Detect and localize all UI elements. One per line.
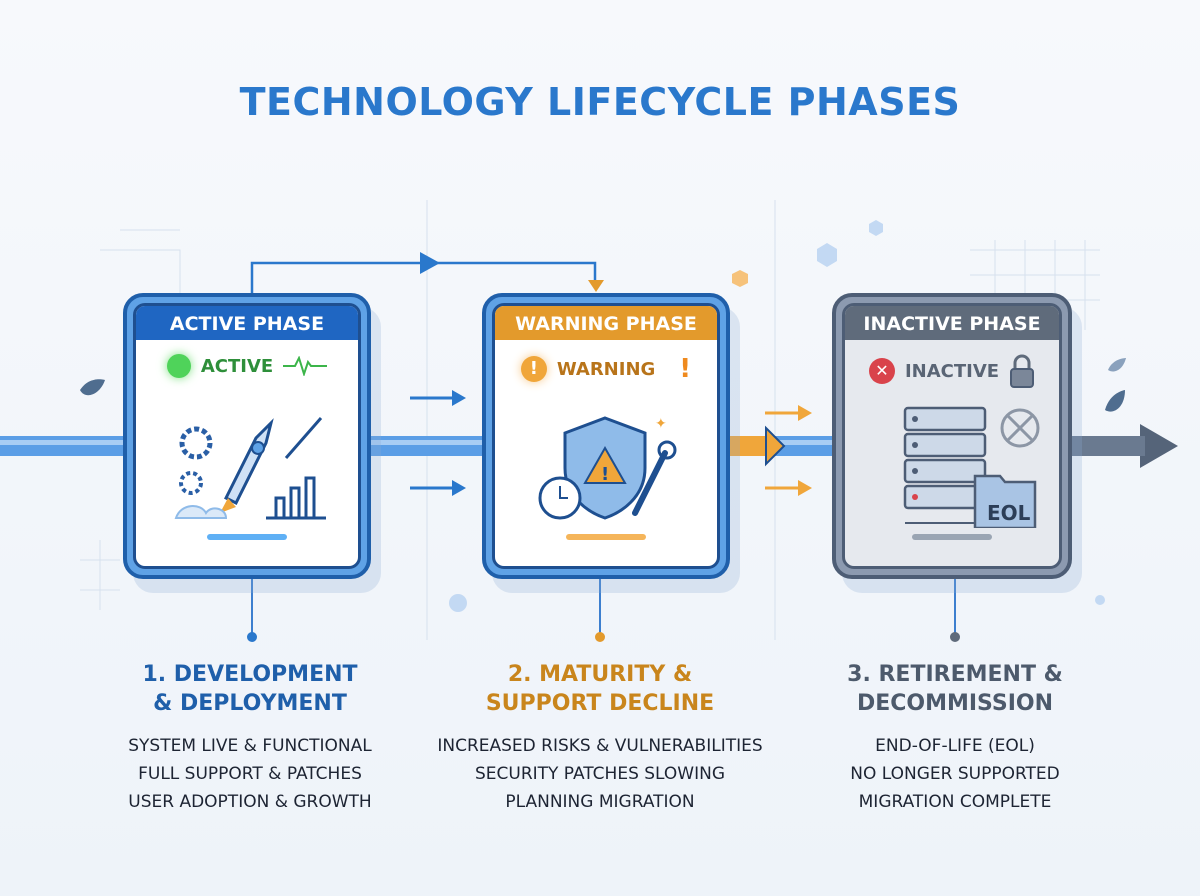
caption-point: END-OF-LIFE (EOL) — [875, 736, 1035, 756]
phase-3-caption: 3. RETIREMENT & DECOMMISSION END-OF-LIFE … — [785, 660, 1125, 816]
eol-badge: EOL — [987, 501, 1031, 525]
status-label: ACTIVE — [200, 355, 274, 377]
red-x-icon: ✕ — [868, 358, 895, 384]
warning-circle-icon: ! — [520, 356, 547, 382]
caption-point: FULL SUPPORT & PATCHES — [138, 764, 362, 784]
caption-heading-line-2: SUPPORT DECLINE — [485, 691, 715, 716]
active-phase-card: ACTIVE PHASE ACTIVE — [123, 293, 371, 579]
warning-phase-card: WARNING PHASE ! WARNING ! ! ✦ — [482, 293, 730, 579]
caption-heading-line-1: 3. RETIREMENT & — [847, 662, 1063, 687]
server-eol-icon — [903, 406, 1040, 528]
caption-point: INCREASED RISKS & VULNERABILITIES — [437, 736, 763, 756]
caption-heading-line-1: 1. DEVELOPMENT — [142, 662, 358, 687]
top-flow-arrow — [250, 261, 597, 293]
card-header: ACTIVE PHASE — [136, 306, 358, 340]
caption-point: SYSTEM LIVE & FUNCTIONAL — [128, 736, 372, 756]
caption-point: NO LONGER SUPPORTED — [850, 764, 1060, 784]
caption-heading-line-2: & DEPLOYMENT — [153, 691, 347, 716]
status-label: INACTIVE — [904, 360, 1000, 382]
phase-2-caption: 2. MATURITY & SUPPORT DECLINE INCREASED R… — [430, 660, 770, 816]
exclamation-icon: ! — [679, 354, 692, 384]
inactive-phase-card: INACTIVE PHASE ✕ INACTIVE EOL — [832, 293, 1072, 579]
rocket-growth-icon — [174, 417, 326, 520]
caption-point: USER ADOPTION & GROWTH — [128, 792, 372, 812]
heartbeat-icon — [283, 356, 328, 376]
caption-heading-line-2: DECOMMISSION — [856, 691, 1054, 716]
shield-warning-icon: ! ✦ — [538, 416, 677, 520]
card-header: WARNING PHASE — [495, 306, 717, 340]
caption-point: PLANNING MIGRATION — [505, 792, 695, 812]
caption-heading-line-1: 2. MATURITY & — [507, 662, 693, 687]
svg-text:✦: ✦ — [655, 416, 667, 432]
status-label: WARNING — [556, 358, 656, 380]
svg-text:!: ! — [601, 464, 609, 485]
lock-icon — [1010, 354, 1035, 388]
caption-point: SECURITY PATCHES SLOWING — [474, 764, 726, 784]
phase-1-caption: 1. DEVELOPMENT & DEPLOYMENT SYSTEM LIVE &… — [80, 660, 420, 816]
card-header: INACTIVE PHASE — [845, 306, 1059, 340]
caption-point: MIGRATION COMPLETE — [858, 792, 1052, 812]
pipe-arrowhead — [1140, 424, 1178, 468]
green-status-dot-icon — [166, 354, 191, 378]
page-title: TECHNOLOGY LIFECYCLE PHASES — [239, 80, 961, 124]
